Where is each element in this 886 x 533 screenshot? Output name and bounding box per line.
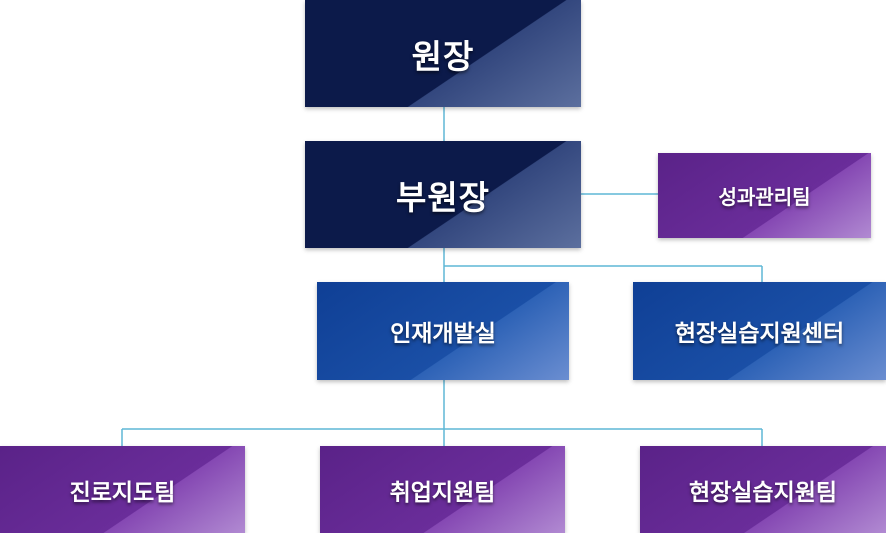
employment-team-label: 취업지원팀 <box>389 479 496 506</box>
field-training-team-label: 현장실습지원팀 <box>688 479 838 506</box>
field-training-center-label: 현장실습지원센터 <box>674 321 845 347</box>
field-training-team-box: 현장실습지원팀 <box>640 446 886 533</box>
talent-office-label: 인재개발실 <box>390 321 496 347</box>
employment-team-box: 취업지원팀 <box>320 446 565 533</box>
performance-team-box: 성과관리팀 <box>658 153 871 238</box>
vice-director-box: 부원장 <box>305 141 581 248</box>
director-box: 원장 <box>305 0 581 107</box>
career-team-box: 진로지도팀 <box>0 446 245 533</box>
field-training-center-box: 현장실습지원센터 <box>633 282 886 380</box>
performance-team-label: 성과관리팀 <box>718 185 811 209</box>
talent-office-box: 인재개발실 <box>317 282 569 380</box>
director-label: 원장 <box>411 36 475 76</box>
vice-director-label: 부원장 <box>395 177 491 217</box>
career-team-label: 진로지도팀 <box>69 479 176 506</box>
